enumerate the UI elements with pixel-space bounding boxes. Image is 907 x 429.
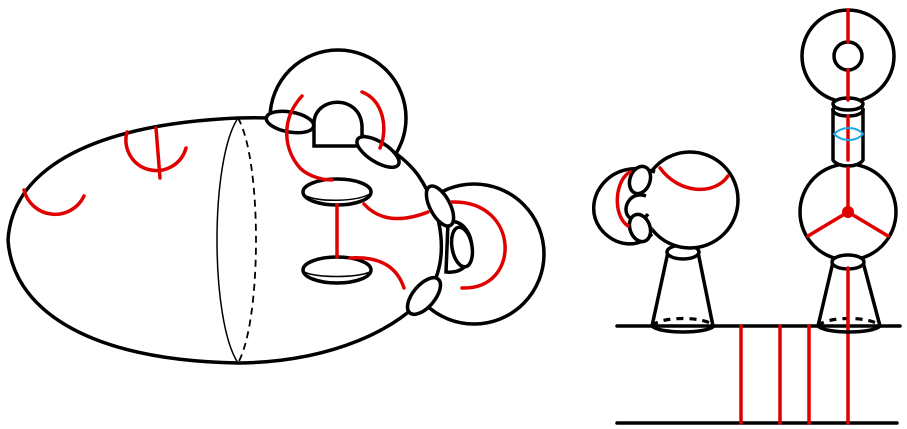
middle-handle-disk-bottom	[627, 212, 653, 244]
right-cone-sides	[816, 260, 882, 328]
middle-cone-base-front	[650, 324, 716, 334]
middle-cone-base-back	[650, 316, 716, 328]
handle-disk-lower-fold	[303, 271, 371, 278]
red-curve-mid	[362, 202, 430, 221]
middle-red-sphere-arc	[658, 166, 730, 191]
right-attach-disk-bottom	[405, 275, 443, 317]
handle-disk-lower	[301, 255, 373, 285]
left-surface-figure	[6, 48, 546, 365]
middle-handle-disk-top	[627, 164, 653, 196]
right-cone-base-front	[816, 324, 882, 334]
right-attach-disk-top	[424, 184, 456, 228]
upper-torus-hole	[312, 100, 364, 148]
right-red-vertex-dot	[842, 206, 854, 218]
red-arc-top	[124, 130, 188, 173]
red-curve-right-torus	[450, 200, 507, 290]
right-upper-torus-hole	[832, 40, 864, 72]
right-stack-figure	[798, 8, 898, 334]
red-connectors	[739, 324, 850, 425]
red-arc-left	[22, 188, 86, 217]
meridian-back	[237, 117, 257, 364]
middle-red-handle-arc	[615, 170, 632, 228]
handle-disk-upper-fold	[305, 193, 371, 202]
middle-cone-sides	[650, 250, 715, 328]
red-curve-upper-right	[360, 90, 386, 150]
red-curve-upper-left	[285, 94, 334, 182]
right-red-tripod	[806, 166, 890, 238]
middle-sphere	[640, 150, 740, 250]
meridian-front	[216, 117, 239, 364]
blue-loop-on-tube	[832, 127, 865, 141]
right-attach-disk-middle	[449, 225, 475, 269]
red-arc-top-chord	[154, 126, 162, 180]
middle-sphere-figure	[592, 150, 902, 425]
red-curve-lower	[348, 256, 406, 290]
handle-disk-upper	[301, 177, 373, 207]
